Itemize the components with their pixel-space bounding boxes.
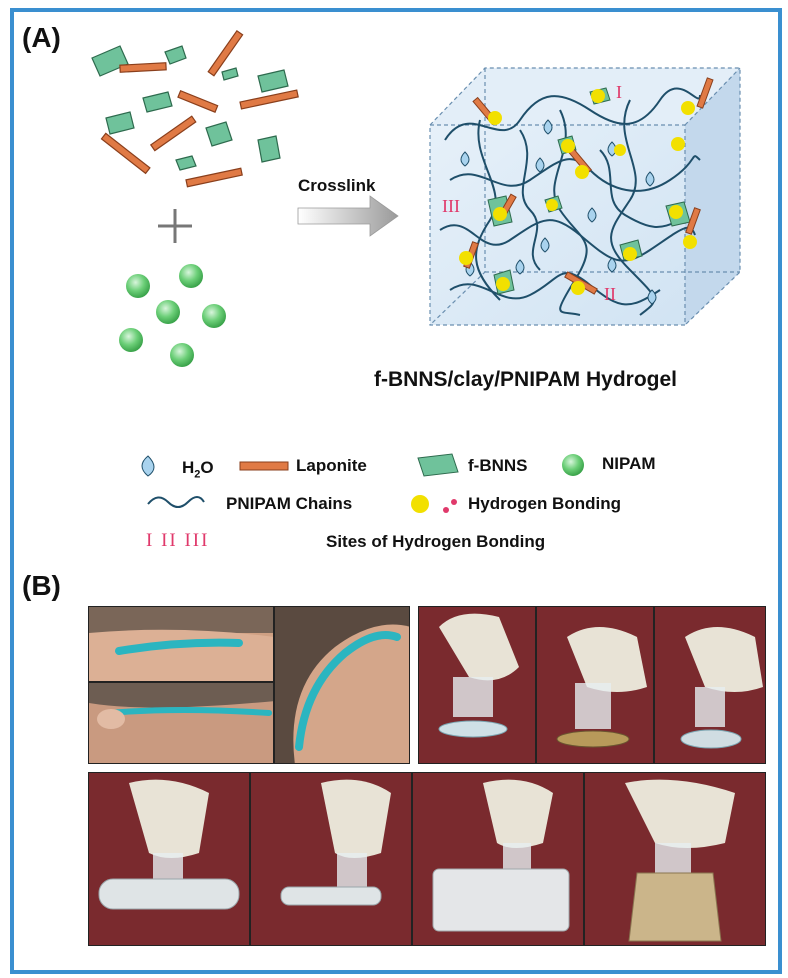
legend-fbnns: f-BNNS	[468, 456, 528, 475]
photo-gel-stretched	[88, 682, 274, 764]
panel-b-label: (B)	[22, 570, 61, 601]
h2o-h: H	[182, 458, 195, 477]
legend-hbond: Hydrogen Bonding	[468, 494, 621, 513]
legend-symbols	[141, 453, 584, 513]
hydrogel-cube	[429, 67, 741, 326]
h2o-o: O	[200, 458, 214, 477]
panel-a-label: (A)	[22, 22, 61, 53]
nipam-monomers	[119, 264, 226, 367]
reactant-laponite	[100, 29, 299, 188]
photo-lift-dish-1	[418, 606, 536, 764]
site-label-ii: II	[604, 284, 616, 304]
photo-lift-dish-3	[654, 606, 766, 764]
site-label-i: I	[616, 82, 622, 102]
site-label-iii: III	[442, 196, 460, 216]
fbnns-icon	[417, 453, 459, 477]
legend-h2o: H2O	[182, 458, 214, 480]
plus-icon	[158, 209, 192, 243]
photo-lift-ampoule	[250, 772, 412, 946]
legend-nipam: NIPAM	[602, 454, 656, 473]
hbond-dash-icon	[443, 499, 457, 513]
photo-gel-on-arm	[88, 606, 274, 682]
legend-site-numerals: I II III	[146, 530, 210, 551]
panel-a-diagram	[91, 29, 741, 367]
hydrogen-bond-sites	[459, 89, 697, 295]
photo-lift-cork	[584, 772, 766, 946]
laponite-icon	[239, 461, 289, 471]
legend-chains: PNIPAM Chains	[226, 494, 353, 513]
photo-lift-dish-2	[536, 606, 654, 764]
crosslink-label: Crosslink	[298, 176, 376, 195]
nipam-icon	[562, 454, 584, 476]
photo-lift-film-roll	[412, 772, 584, 946]
hydrogel-title: f-BNNS/clay/PNIPAM Hydrogel	[374, 368, 677, 391]
h2o-sub: 2	[194, 468, 201, 481]
legend-laponite: Laponite	[296, 456, 367, 475]
crosslink-arrow	[297, 195, 399, 237]
photo-lift-tube	[88, 772, 250, 946]
figure-frame	[10, 8, 782, 974]
chain-icon	[147, 496, 205, 508]
water-droplet-icon	[141, 455, 155, 477]
hbond-dot-icon	[411, 495, 429, 513]
reactant-nanosheets	[91, 45, 289, 171]
legend-sites: Sites of Hydrogen Bonding	[326, 532, 546, 551]
photo-gel-on-finger	[274, 606, 410, 764]
